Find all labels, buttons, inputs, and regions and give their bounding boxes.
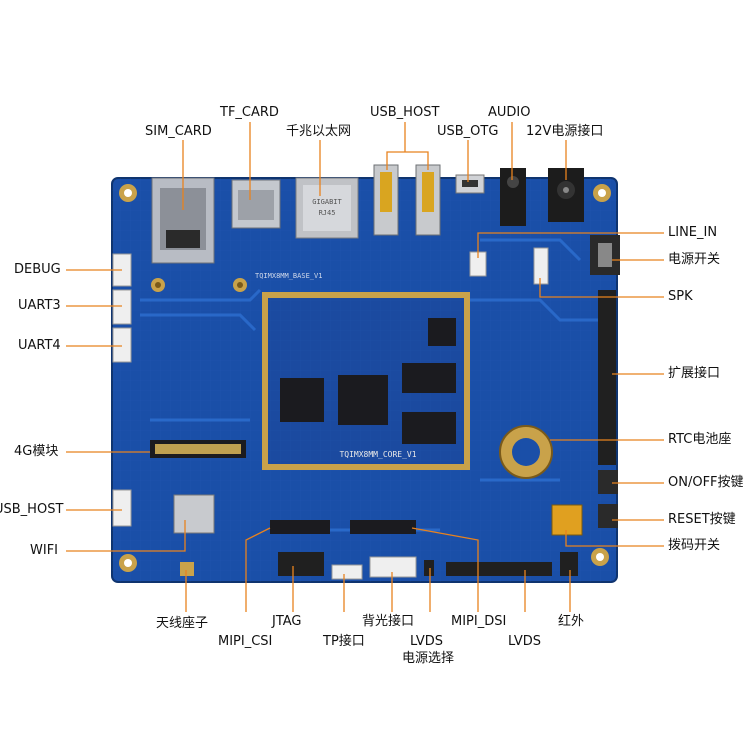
pcb-board: GIGABIT RJ45 [111, 164, 620, 583]
buttons [598, 470, 618, 528]
ram-chip [402, 363, 456, 393]
label-sim-card: SIM_CARD [145, 124, 212, 139]
label-wifi: WIFI [30, 543, 58, 558]
mounting-holes [119, 184, 611, 572]
label-audio: AUDIO [488, 105, 531, 120]
label-power-switch: 电源开关 [668, 252, 721, 267]
tf-card-slot [231, 179, 281, 229]
ethernet-jack: GIGABIT RJ45 [295, 177, 359, 239]
pmic-chip [402, 412, 456, 444]
label-tf-card: TF_CARD [220, 105, 279, 120]
core-silk: TQIMX8MM_CORE_V1 [339, 450, 416, 459]
audio-jack [500, 168, 526, 226]
label-lvds: LVDS [508, 634, 541, 649]
rtc-battery-holder [499, 425, 553, 479]
label-usb-host-left: USB_HOST [0, 502, 64, 517]
label-infrared: 红外 [558, 614, 585, 629]
module-4g-slot [150, 440, 246, 458]
left-connectors [112, 253, 132, 527]
base-silk: TQIMX8MM_BASE_V1 [255, 272, 322, 280]
label-expansion: 扩展接口 [668, 366, 721, 381]
label-spk: SPK [668, 289, 693, 304]
label-mipi-dsi: MIPI_DSI [451, 614, 507, 629]
label-dip-switch: 拨码开关 [668, 538, 721, 553]
audio-connectors [469, 247, 549, 285]
usb-otg-port [455, 174, 485, 194]
label-power-12v: 12V电源接口 [526, 124, 604, 139]
label-reset: RESET按键 [668, 512, 736, 527]
usb-host-ports [373, 164, 441, 236]
label-backlight: 背光接口 [362, 614, 415, 629]
label-antenna: 天线座子 [156, 616, 209, 631]
leader-lines [66, 122, 664, 612]
label-4g-module: 4G模块 [14, 444, 59, 459]
ethernet-silk-2: RJ45 [319, 209, 336, 217]
expansion-header [598, 290, 616, 465]
label-lvds-power-1: LVDS [410, 634, 443, 649]
label-tp: TP接口 [323, 634, 365, 649]
label-rtc-battery: RTC电池座 [668, 432, 732, 447]
label-usb-host-top: USB_HOST [370, 105, 440, 120]
emmc-chip [280, 378, 324, 422]
label-usb-otg: USB_OTG [437, 124, 499, 139]
soc-chip [338, 375, 388, 425]
label-debug: DEBUG [14, 262, 61, 277]
power-switch [590, 235, 620, 275]
label-on-off: ON/OFF按键 [668, 475, 744, 490]
label-mipi-csi: MIPI_CSI [218, 634, 273, 649]
wifi-module [173, 494, 215, 534]
label-jtag: JTAG [272, 614, 302, 629]
label-uart4: UART4 [18, 338, 61, 353]
label-line-in: LINE_IN [668, 225, 718, 240]
label-lvds-power-2: 电源选择 [402, 651, 455, 666]
label-gigabit-ethernet: 千兆以太网 [286, 124, 352, 139]
dip-switch-block [551, 504, 583, 536]
ethernet-silk-1: GIGABIT [312, 198, 342, 206]
label-uart3: UART3 [18, 298, 61, 313]
core-module: TQIMX8MM_CORE_V1 [262, 292, 470, 470]
